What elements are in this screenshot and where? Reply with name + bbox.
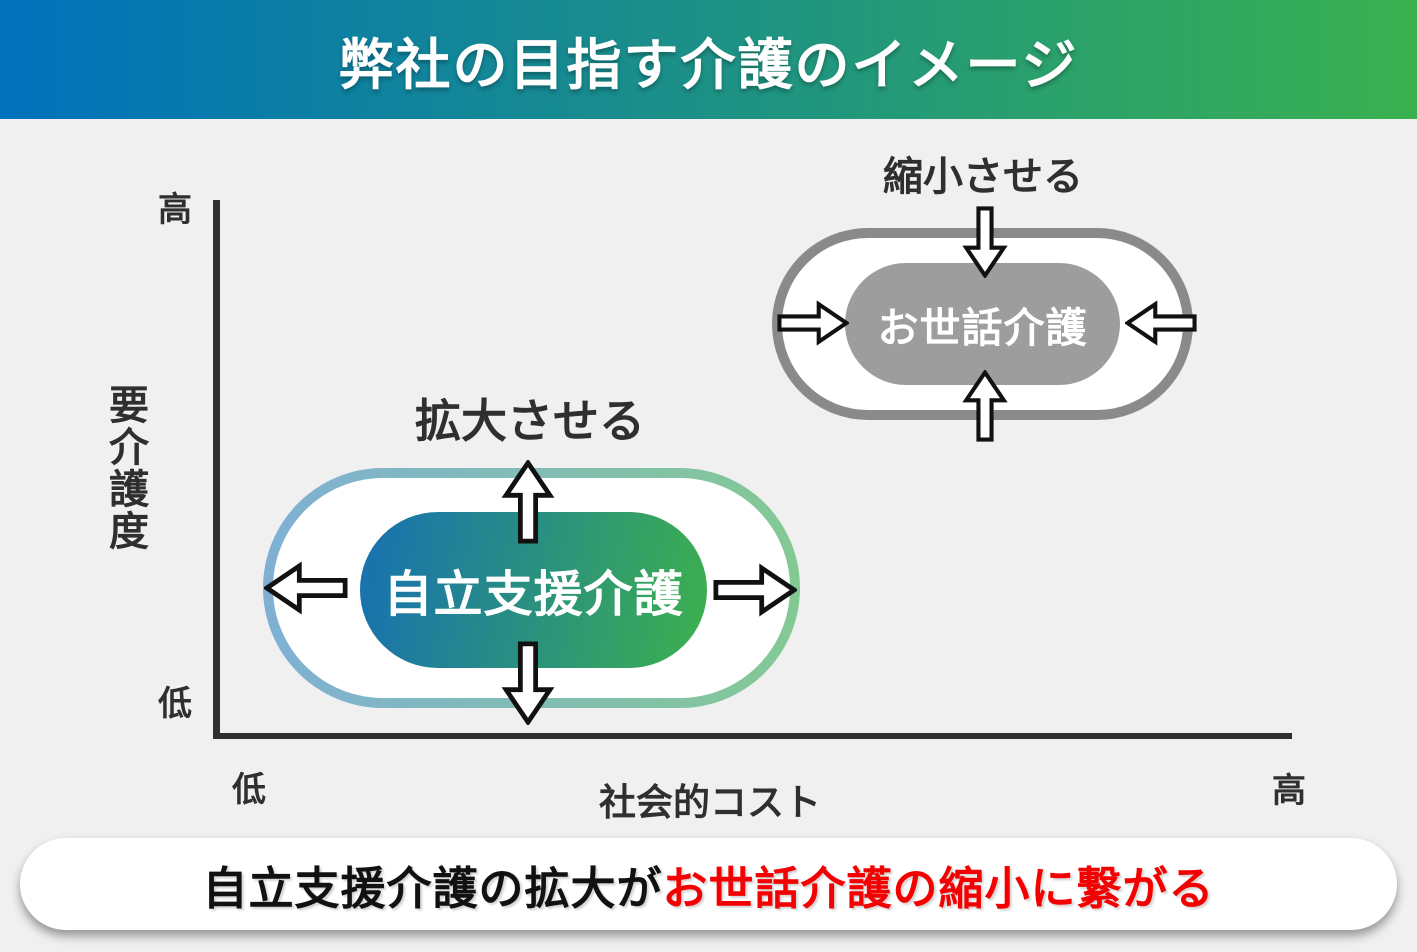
arrow-right-icon (713, 561, 797, 619)
x-axis-tick-low: 低 (232, 771, 266, 809)
arrow-right-icon (777, 298, 849, 348)
shrink-annotation-label: 縮小させる (883, 155, 1083, 199)
conclusion-banner: 自立支援介護の拡大がお世話介護の縮小に繋がる (20, 838, 1397, 930)
arrow-down-icon (960, 206, 1010, 278)
y-axis-tick-low: 低 (158, 685, 192, 723)
conclusion-text-red: お世話介護の縮小に繋がる (662, 862, 1215, 914)
page-title: 弊社の目指す介護のイメージ (338, 33, 1079, 96)
x-axis-title: 社会的コスト (599, 782, 821, 823)
expand-annotation-label: 拡大させる (415, 395, 645, 447)
shrink-inner-pill: お世話介護 (845, 263, 1120, 385)
header-banner: 弊社の目指す介護のイメージ (0, 0, 1417, 119)
x-axis-line (213, 733, 1292, 739)
arrow-down-icon (499, 641, 557, 725)
arrow-up-icon (960, 370, 1010, 442)
conclusion-text-black: 自立支援介護の拡大が (202, 862, 663, 914)
y-axis-line (213, 200, 220, 739)
arrow-left-icon (264, 559, 348, 617)
arrow-left-icon (1125, 298, 1197, 348)
x-axis-tick-high: 高 (1272, 772, 1306, 810)
y-axis-tick-high: 高 (158, 191, 192, 229)
y-axis-title: 要介護度 (103, 384, 147, 552)
conclusion-text: 自立支援介護の拡大がお世話介護の縮小に繋がる (202, 852, 1214, 917)
expand-pill-label: 自立支援介護 (383, 567, 684, 622)
arrow-up-icon (499, 460, 557, 544)
shrink-pill-label: お世話介護 (877, 305, 1088, 351)
